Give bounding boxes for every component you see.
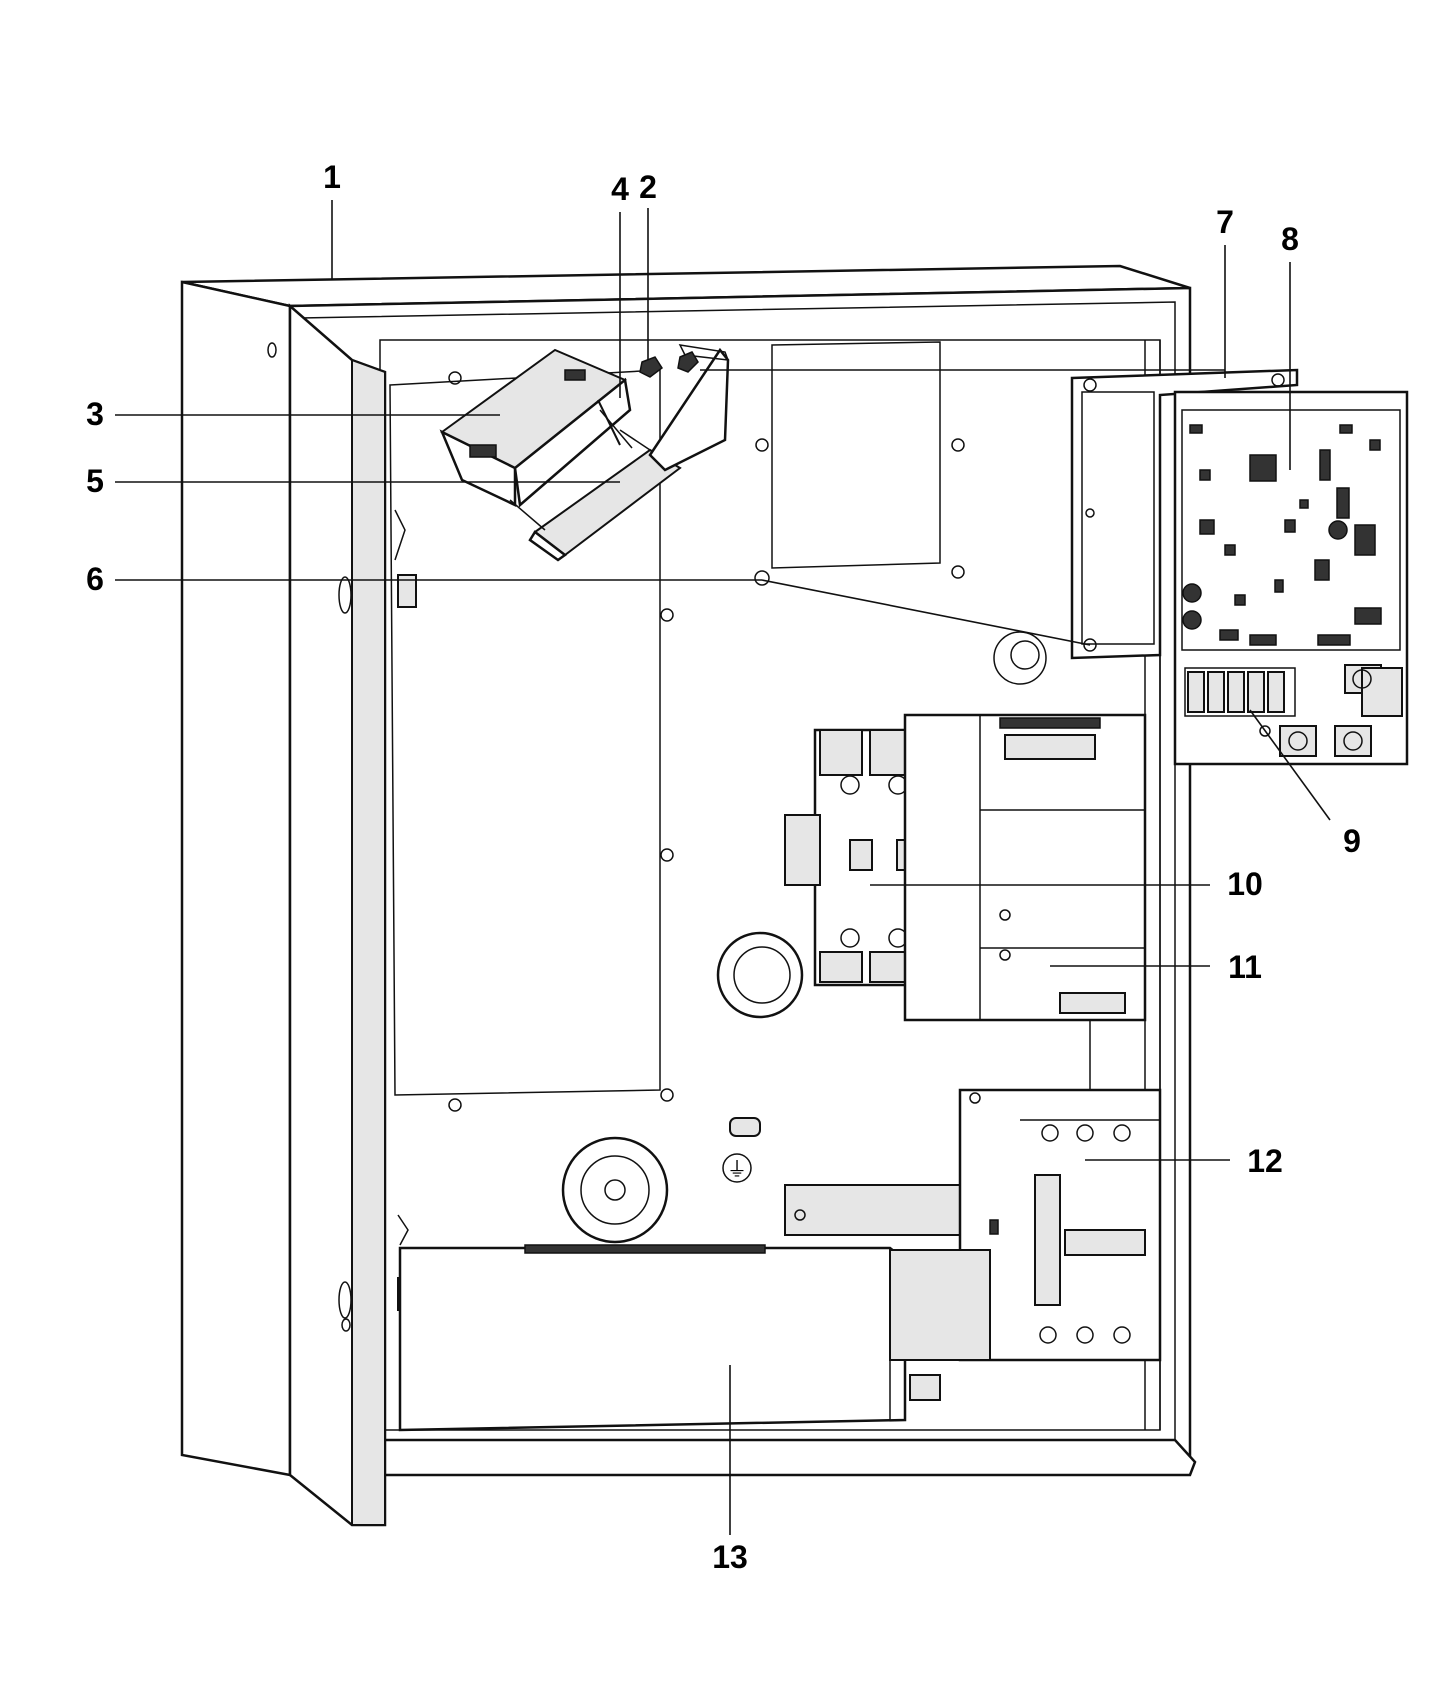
fan-screw — [597, 351, 699, 446]
callout-12: 12 — [1247, 1143, 1283, 1179]
callout-9: 9 — [1343, 823, 1361, 859]
ground-terminal: ⏚ — [722, 1117, 761, 1183]
control-pcb — [1173, 390, 1409, 766]
cable-gland-lower — [561, 1136, 669, 1244]
callout-7: 7 — [1216, 204, 1234, 240]
power-supply — [903, 713, 1147, 1100]
callout-4: 4 — [611, 171, 629, 207]
leader-6b — [761, 579, 1091, 646]
door-hinge-top — [394, 509, 417, 608]
controller-housing — [1070, 368, 1299, 660]
cable-gland-middle — [716, 931, 804, 1019]
callout-3: 3 — [86, 396, 104, 432]
callout-6: 6 — [86, 561, 104, 597]
cable-gland-upper — [993, 631, 1047, 685]
callout-5: 5 — [86, 463, 104, 499]
callout-labels: 1 2 3 4 5 6 7 8 9 10 11 12 13 — [86, 159, 1361, 1575]
contactor — [958, 1088, 1162, 1362]
callout-11: 11 — [1228, 949, 1262, 985]
din-rail — [784, 1184, 961, 1236]
ground-icon: ⏚ — [727, 1157, 747, 1181]
callout-8: 8 — [1281, 221, 1299, 257]
callout-1: 1 — [323, 159, 341, 195]
leader-9 — [1249, 709, 1331, 821]
fan-bracket — [509, 344, 730, 562]
leader-lines — [115, 200, 1331, 1535]
callout-13: 13 — [712, 1539, 748, 1575]
callout-2: 2 — [639, 169, 657, 205]
transformer — [398, 1244, 991, 1432]
callout-10: 10 — [1227, 866, 1263, 902]
cabinet-door — [180, 280, 387, 1527]
upper-panel — [754, 341, 965, 586]
